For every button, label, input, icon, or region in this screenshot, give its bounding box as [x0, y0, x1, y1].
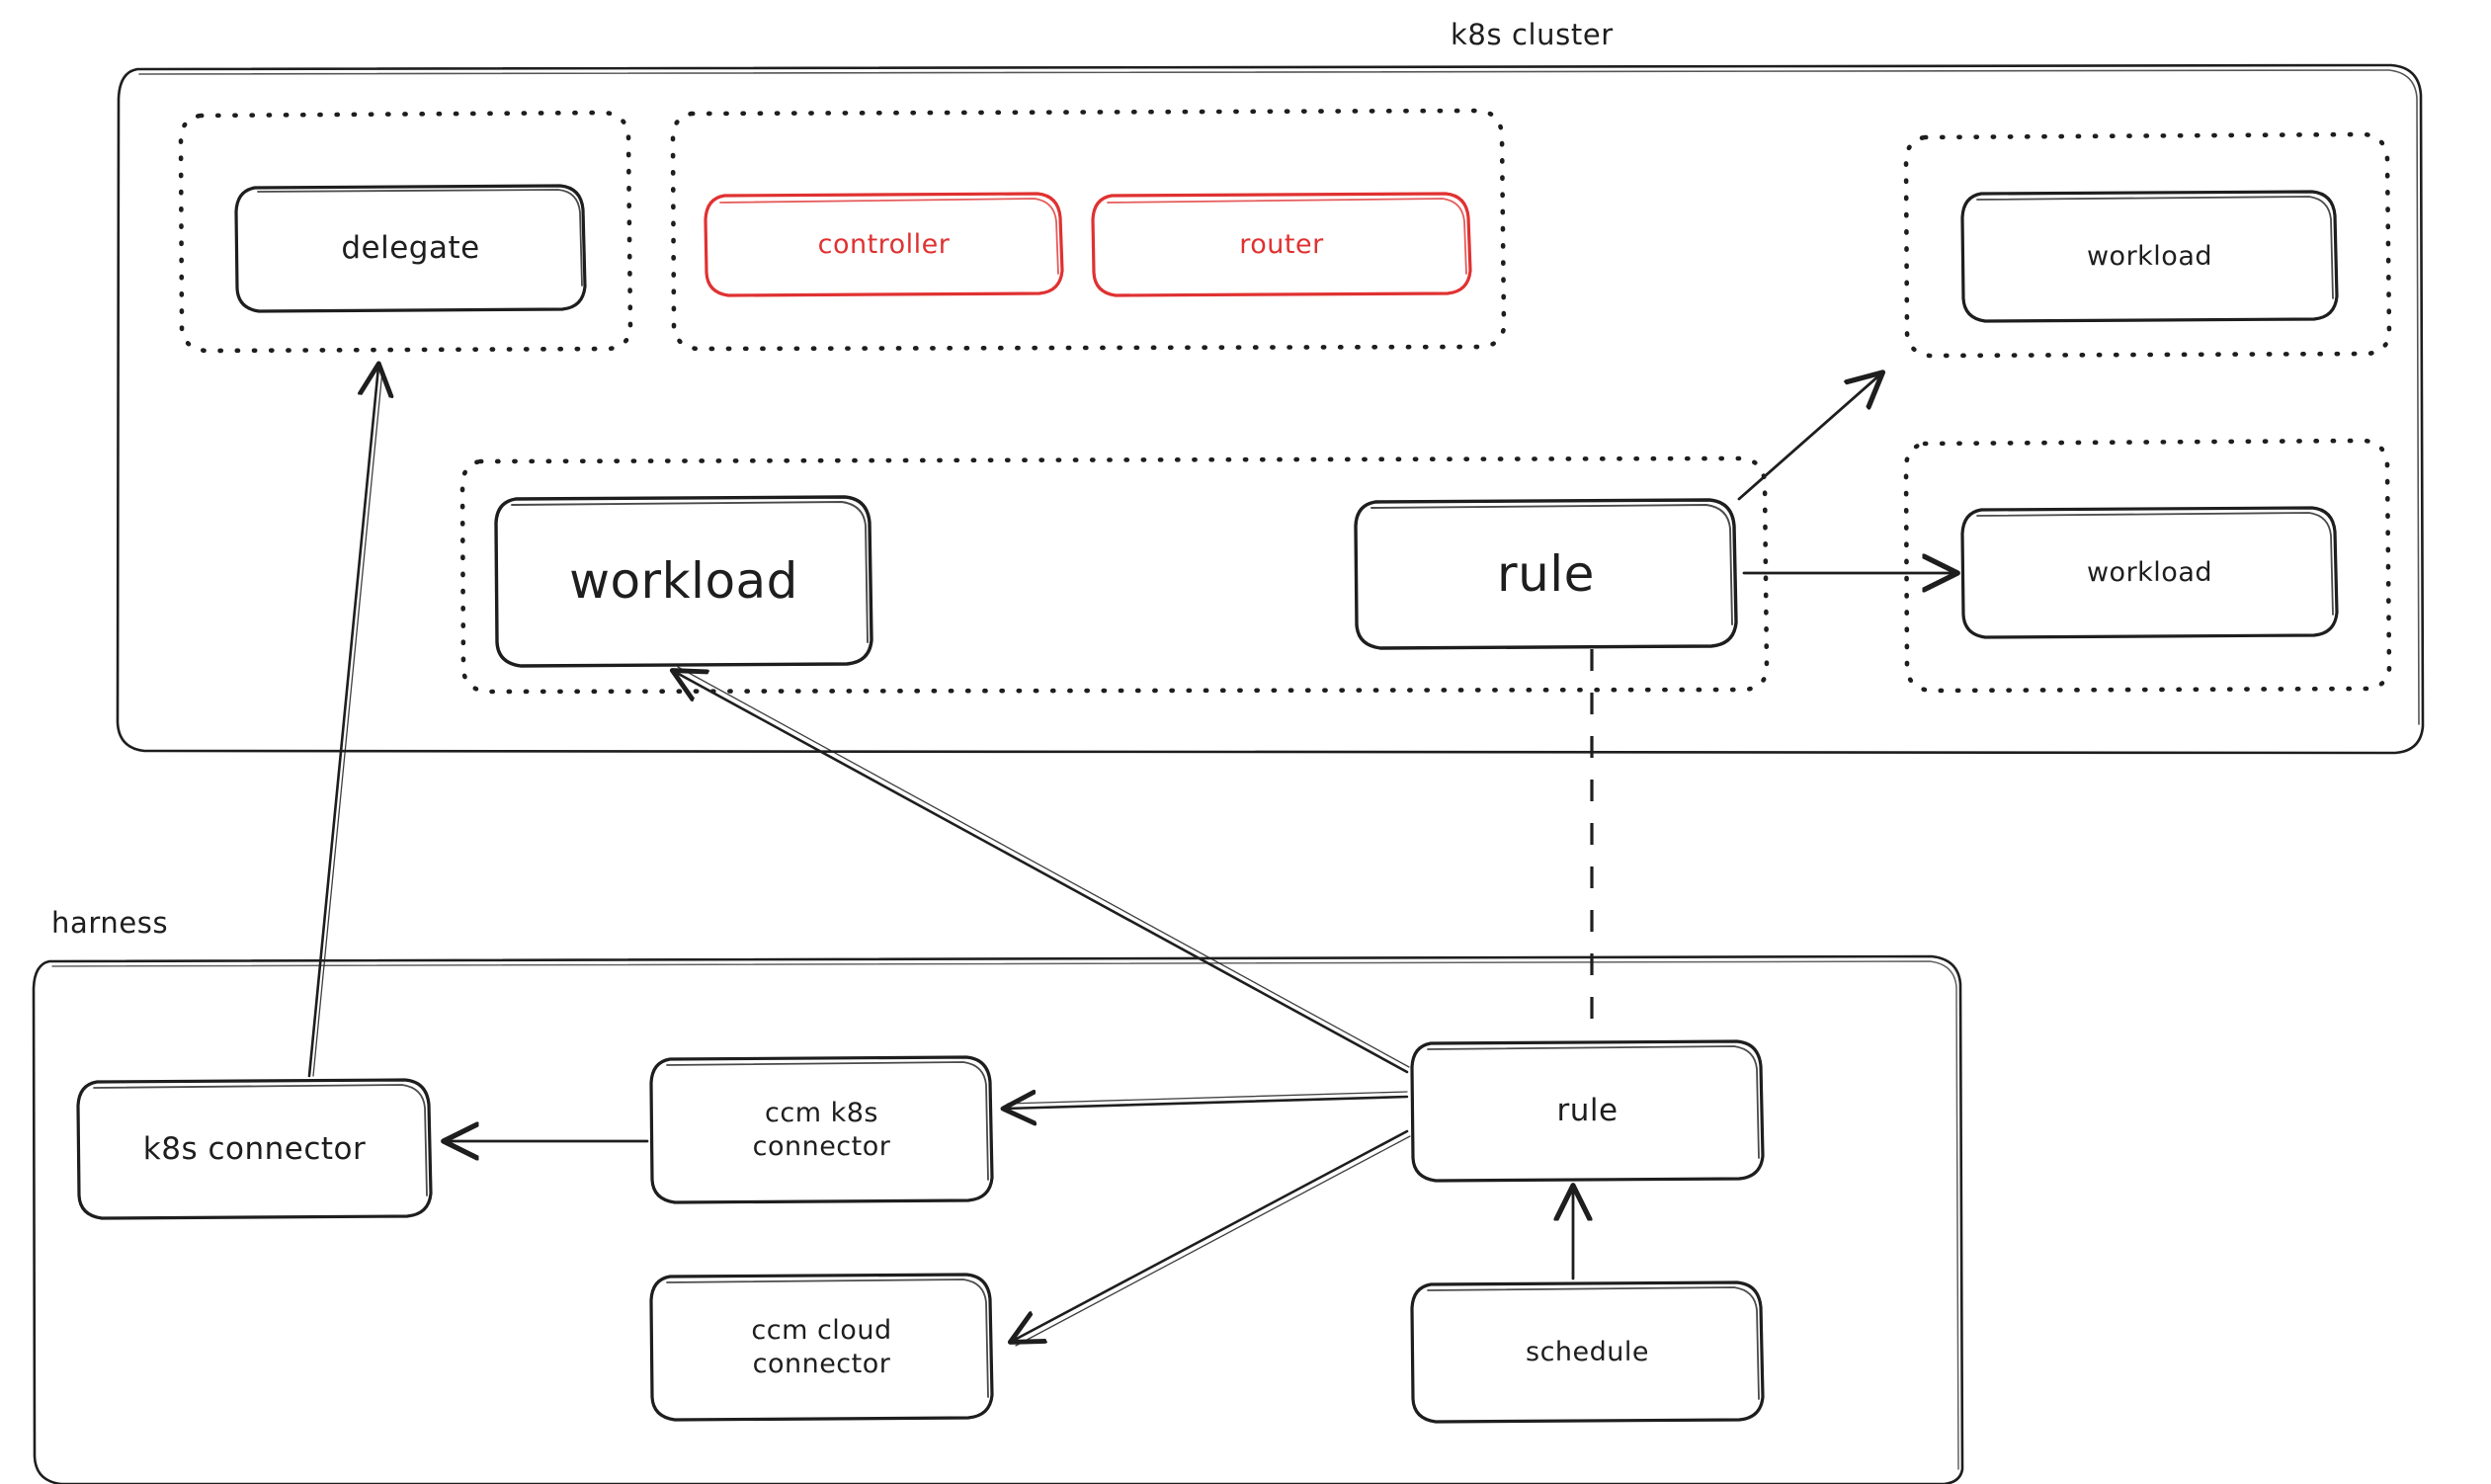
node-workload-big-label: workload	[569, 552, 798, 611]
node-workload-top-right-label: workload	[2086, 240, 2213, 272]
node-ccm-cloud-connector[interactable]: ccm cloud connector	[651, 1275, 992, 1420]
node-workload-mid-right[interactable]: workload	[1962, 508, 2337, 637]
node-rule-harness-label: rule	[1556, 1093, 1619, 1129]
node-workload-big[interactable]: workload	[496, 497, 872, 666]
node-delegate-label: delegate	[341, 230, 480, 267]
edge-k8s-connector-to-delegate	[307, 367, 382, 1078]
node-ccm-k8s-connector-label: ccm k8s connector	[752, 1097, 891, 1162]
cluster-group-label: k8s cluster	[1451, 18, 1614, 51]
node-rule-cluster-label: rule	[1497, 544, 1595, 603]
edge-rule-to-workload-top-right	[1737, 374, 1880, 501]
node-ccm-cloud-connector-label: ccm cloud connector	[751, 1314, 892, 1379]
edge-rule-harness-to-ccm-k8s	[1006, 1092, 1409, 1109]
node-k8s-connector[interactable]: k8s connector	[78, 1080, 431, 1218]
node-delegate[interactable]: delegate	[236, 186, 585, 311]
edge-rule-harness-to-ccm-cloud	[1013, 1129, 1411, 1347]
node-workload-top-right[interactable]: workload	[1962, 192, 2337, 321]
harness-group-label: harness	[51, 906, 169, 940]
node-controller-label: controller	[817, 228, 951, 260]
node-router-label: router	[1239, 228, 1324, 260]
node-ccm-k8s-connector[interactable]: ccm k8s connector	[651, 1057, 992, 1202]
cluster-container	[116, 63, 2425, 755]
node-router[interactable]: router	[1093, 194, 1470, 295]
node-rule-harness[interactable]: rule	[1412, 1041, 1763, 1181]
node-k8s-connector-label: k8s connector	[142, 1130, 367, 1167]
node-controller[interactable]: controller	[706, 194, 1062, 295]
node-rule-cluster[interactable]: rule	[1356, 500, 1736, 648]
node-workload-mid-right-label: workload	[2086, 556, 2213, 588]
node-schedule-label: schedule	[1526, 1336, 1649, 1367]
edge-rule-harness-to-workload-big	[675, 666, 1410, 1074]
node-schedule[interactable]: schedule	[1412, 1282, 1763, 1422]
